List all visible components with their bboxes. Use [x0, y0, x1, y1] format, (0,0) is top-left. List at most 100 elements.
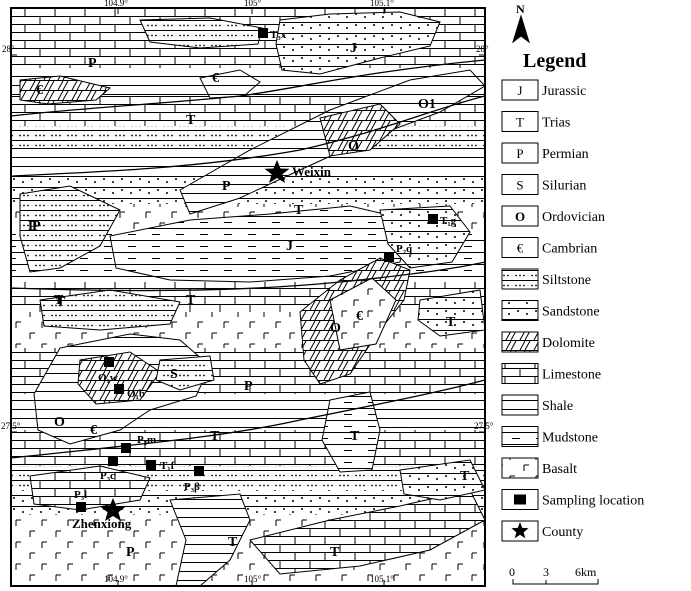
legend-symbol: S	[516, 178, 523, 193]
star-icon	[264, 160, 290, 183]
unit-label: O	[348, 139, 359, 154]
legend-item: Sandstone	[501, 300, 600, 321]
unit-label: T	[186, 113, 196, 128]
bottom-tick-label: 105°	[244, 574, 262, 584]
unit-label: T	[330, 545, 340, 560]
county-zhenxiong: Zhenxiong	[72, 498, 132, 531]
county-weixin: Weixin	[264, 160, 332, 183]
legend-label: Ordovician	[542, 210, 605, 225]
legend-swatch	[501, 268, 539, 290]
sample-square-icon	[428, 214, 438, 224]
legend-item: Mudstone	[501, 426, 598, 447]
sample-square-icon	[384, 252, 394, 262]
map-body	[11, 8, 485, 586]
legend-label: County	[542, 525, 583, 540]
legend-label: Permian	[542, 147, 589, 162]
sample-square-icon	[146, 460, 156, 470]
unit-label: P	[126, 545, 135, 560]
legend-symbol: €	[517, 241, 524, 256]
legend-symbol: O	[515, 209, 525, 224]
legend-label: Shale	[542, 399, 573, 414]
unit-label: P	[222, 179, 231, 194]
legend-item: O Ordovician	[501, 205, 605, 227]
unit-label: T	[294, 203, 304, 218]
legend-item: S Silurian	[501, 174, 586, 195]
legend-swatch	[501, 174, 539, 195]
sample-code: P₂q	[396, 243, 413, 255]
legend-item: € Cambrian	[501, 237, 597, 258]
right-tick-label: 27.5°	[474, 421, 494, 431]
legend-swatch	[501, 426, 539, 447]
unit-label: P	[32, 219, 41, 234]
unit-label: €	[212, 71, 219, 86]
legend-label: Cambrian	[542, 242, 597, 257]
sample-code: T₃x	[270, 29, 287, 41]
unit-label: T	[186, 293, 196, 308]
sample-code: P₃c	[100, 470, 115, 482]
county-label: Weixin	[292, 164, 332, 179]
sample-site: P₂q	[384, 243, 413, 262]
legend-symbol: T	[516, 115, 524, 130]
legend-label: Siltstone	[542, 273, 591, 288]
legend-symbol: J	[517, 83, 522, 98]
sample-site: O₁b	[114, 384, 145, 400]
left-tick-label: 27.5°	[1, 421, 21, 431]
unit-label: €	[90, 423, 97, 438]
legend-label: Sampling location	[542, 494, 644, 509]
sample-site: T₃x	[258, 28, 287, 41]
legend-label: Dolomite	[542, 336, 595, 351]
scale-tick: 6km	[575, 565, 597, 579]
unit-label: T	[460, 469, 470, 484]
legend-swatch	[501, 300, 539, 321]
legend-swatch	[501, 142, 539, 164]
legend-item: Limestone	[501, 363, 601, 384]
legend-label: Limestone	[542, 368, 601, 383]
legend-label: Silurian	[542, 179, 586, 194]
top-tick-label: 104.9°	[104, 0, 128, 8]
unit-label: J	[286, 239, 293, 254]
unit-label: P	[88, 56, 97, 71]
legend-swatch	[501, 111, 539, 132]
unit-label: O	[330, 321, 341, 336]
sample-code: T₁g	[440, 215, 457, 227]
sample-square-icon	[76, 502, 86, 512]
sample-code: O₁w	[98, 372, 118, 384]
legend-swatch	[501, 237, 539, 258]
sample-code: P₃l	[74, 489, 87, 501]
legend-item: Dolomite	[501, 331, 595, 353]
sample-code: T₁f	[160, 460, 175, 472]
sample-site: P₃l	[74, 489, 87, 512]
legend-swatch	[501, 79, 539, 101]
north-arrow: N	[512, 2, 530, 44]
bottom-tick-label: 104.9°	[104, 574, 128, 584]
north-label: N	[516, 2, 525, 16]
sample-site: T₁f	[146, 460, 175, 472]
legend-label: Jurassic	[542, 84, 586, 99]
county-label: Zhenxiong	[72, 516, 132, 531]
top-tick-label: 105.1°	[370, 0, 394, 8]
unit-label: T	[56, 295, 66, 310]
unit-label: P	[244, 379, 253, 394]
legend-item: Basalt	[501, 457, 577, 479]
legend-title: Legend	[523, 50, 586, 72]
unit-label: P	[28, 219, 37, 234]
sample-square-icon	[194, 466, 204, 476]
sample-code: O₁b	[127, 388, 145, 400]
legend-item: Sampling location	[501, 489, 644, 510]
unit-label: T	[350, 429, 360, 444]
north-arrow-icon	[512, 14, 530, 44]
legend-swatch	[501, 205, 539, 227]
sample-square-icon	[108, 456, 118, 466]
sample-site: P₃c	[100, 456, 118, 482]
legend-item: Shale	[501, 394, 573, 416]
sample-site: P₃β	[184, 466, 204, 493]
sample-square-icon	[114, 384, 124, 394]
legend-item: Siltstone	[501, 268, 591, 290]
legend-label: Basalt	[542, 462, 577, 477]
star-icon	[100, 498, 126, 521]
sample-square-icon	[104, 357, 114, 367]
